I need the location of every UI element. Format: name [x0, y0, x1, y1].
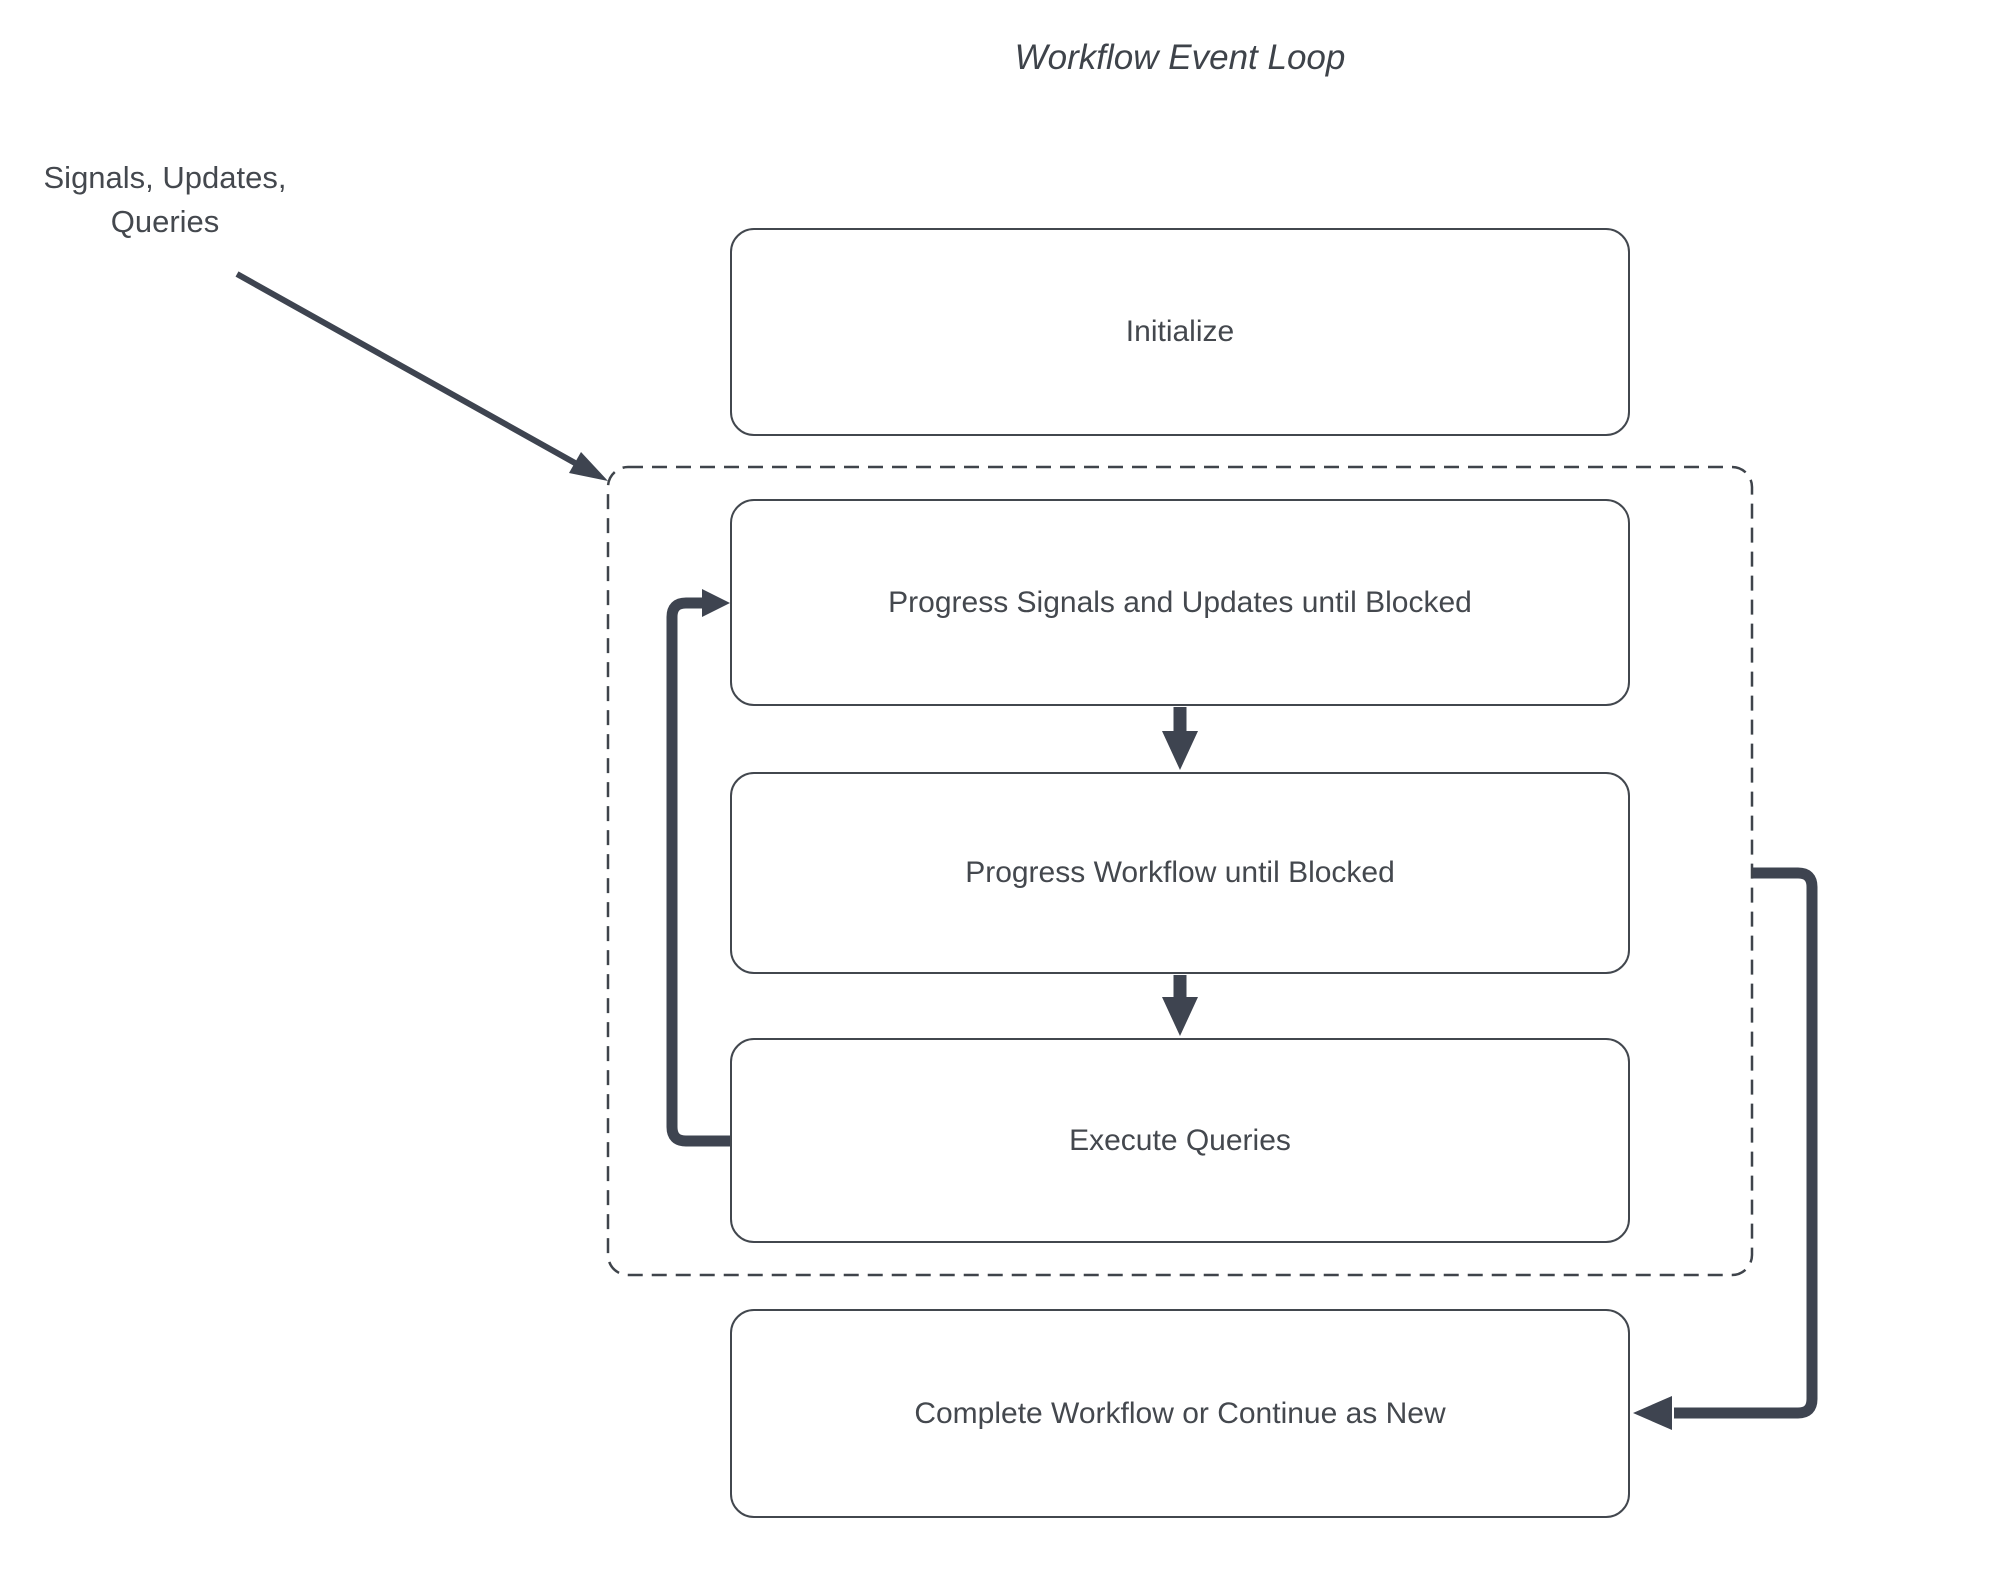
node-label: Execute Queries [1069, 1123, 1291, 1157]
node-label: Complete Workflow or Continue as New [914, 1396, 1446, 1430]
down-arrow-progress-workflow-to-execute-queries [1162, 975, 1198, 1036]
annotation-arrow [235, 271, 608, 481]
annotation-signals-updates-queries: Signals, Updates, Queries [43, 160, 287, 240]
node-initialize: Initialize [730, 228, 1630, 436]
node-complete-workflow: Complete Workflow or Continue as New [730, 1309, 1630, 1518]
down-arrow-progress-signals-to-progress-workflow [1162, 707, 1198, 770]
node-progress-signals-updates: Progress Signals and Updates until Block… [730, 499, 1630, 706]
node-label: Progress Workflow until Blocked [965, 856, 1395, 889]
arrow-group-to-complete-workflow [1633, 867, 1818, 1430]
node-label: Progress Signals and Updates until Block… [888, 585, 1472, 619]
diagram-title: Workflow Event Loop [1014, 38, 1346, 77]
loop-arrow-execute-queries-to-progress-signals [666, 589, 730, 1147]
event-loop-group-border [606, 465, 1754, 1277]
node-label: Initialize [1125, 315, 1235, 348]
node-progress-workflow: Progress Workflow until Blocked [730, 772, 1630, 974]
node-execute-queries: Execute Queries [730, 1038, 1630, 1243]
